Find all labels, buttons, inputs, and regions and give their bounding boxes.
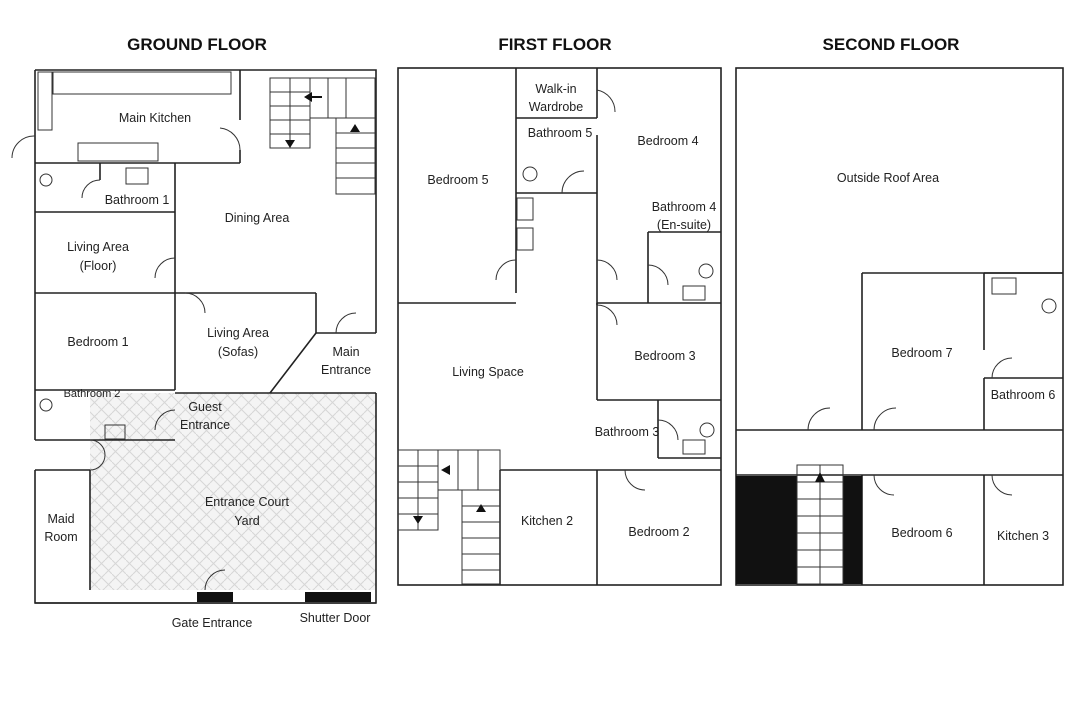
gate-entrance-marker [197,592,233,602]
room-maid-line1: Maid [47,512,74,526]
room-bedroom-4: Bedroom 4 [637,134,698,148]
courtyard-line1: Entrance Court [205,495,290,509]
ground-floor-title: GROUND FLOOR [127,35,267,54]
kitchen-counter [52,71,232,95]
main-entrance-line1: Main [332,345,359,359]
room-outside-roof: Outside Roof Area [837,171,939,185]
room-living-sofas-line1: Living Area [207,326,269,340]
room-living-floor-line1: Living Area [67,240,129,254]
room-living-space: Living Space [452,365,524,379]
second-floor-title: SECOND FLOOR [823,35,960,54]
room-kitchen-2: Kitchen 2 [521,514,573,528]
room-bathroom-6: Bathroom 6 [991,388,1056,402]
room-kitchen-3: Kitchen 3 [997,529,1049,543]
first-floor-stairs [397,449,501,585]
second-floor-stairs [736,464,862,585]
room-bedroom-3: Bedroom 3 [634,349,695,363]
shutter-door-label: Shutter Door [300,611,371,625]
room-maid-line2: Room [44,530,77,544]
room-bedroom-2: Bedroom 2 [628,525,689,539]
room-bathroom-5: Bathroom 5 [528,126,593,140]
courtyard-floor-pattern [90,393,376,590]
room-living-sofas-line2: (Sofas) [218,345,258,359]
room-walkin-line1: Walk-in [535,82,576,96]
room-bedroom-1: Bedroom 1 [67,335,128,349]
room-living-floor-line2: (Floor) [80,259,117,273]
room-bathroom-2: Bathroom 2 [64,388,121,400]
ground-stairs [269,77,376,195]
room-bathroom-1: Bathroom 1 [105,193,170,207]
room-dining-area: Dining Area [225,211,290,225]
shutter-door-marker [305,592,371,602]
room-walkin-line2: Wardrobe [529,100,583,114]
room-bedroom-7: Bedroom 7 [891,346,952,360]
kitchen-side-counter [37,71,53,131]
room-bathroom-4-line2: (En-suite) [657,218,711,232]
second-floor-plan: Outside Roof Area Bedroom 7 Bathroom 6 B… [735,67,1064,586]
first-floor-title: FIRST FLOOR [498,35,611,54]
room-bedroom-5: Bedroom 5 [427,173,488,187]
courtyard-line2: Yard [234,514,260,528]
first-floor-plan: Walk-in Wardrobe Bathroom 5 Bedroom 4 Be… [397,67,722,586]
guest-entrance-line1: Guest [188,400,222,414]
gate-entrance-label: Gate Entrance [172,616,253,630]
main-entrance-line2: Entrance [321,363,371,377]
kitchen-sink-counter [77,142,159,162]
guest-entrance-line2: Entrance [180,418,230,432]
room-bathroom-4-line1: Bathroom 4 [652,200,717,214]
room-bathroom-3: Bathroom 3 [595,425,660,439]
room-bedroom-6: Bedroom 6 [891,526,952,540]
ground-floor-plan: Main Kitchen Bathroom 1 Dining Area Livi… [11,69,377,630]
room-main-kitchen: Main Kitchen [119,111,191,125]
